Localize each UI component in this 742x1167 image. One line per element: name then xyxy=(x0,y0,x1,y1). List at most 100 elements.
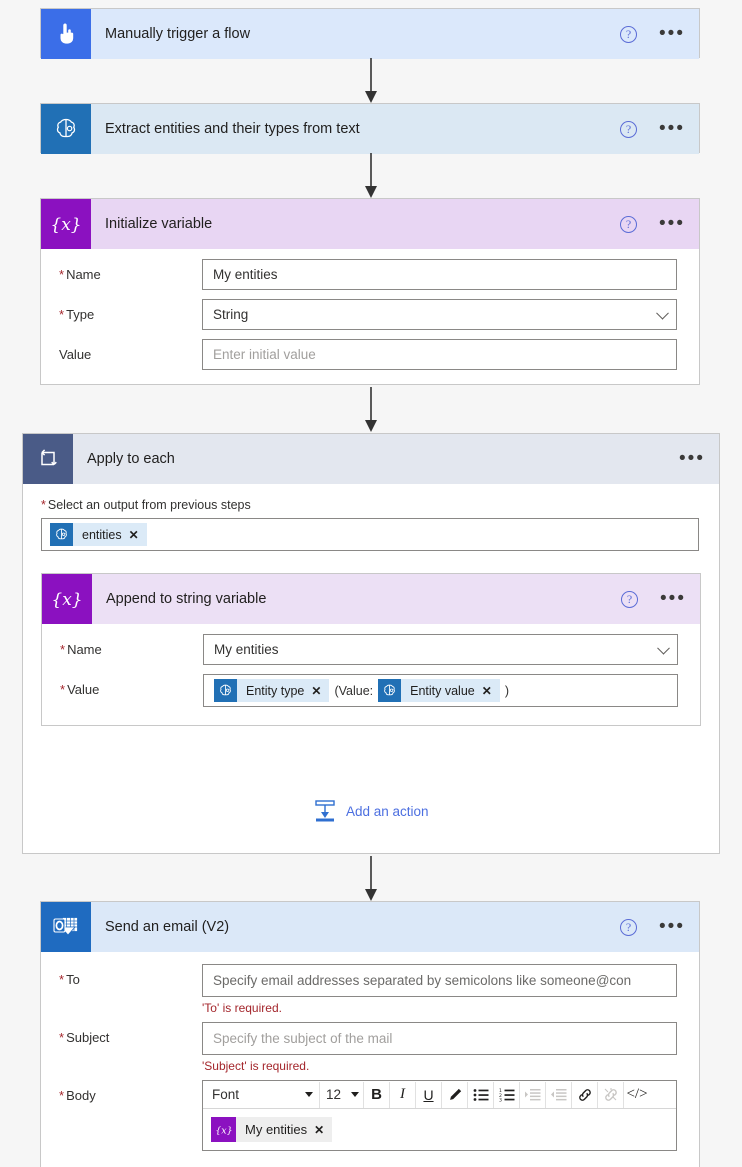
token-label: My entities xyxy=(245,1122,308,1137)
svg-text:{x}: {x} xyxy=(52,590,82,610)
font-family-select[interactable]: Font xyxy=(204,1081,320,1108)
hand-pointer-icon xyxy=(41,9,91,59)
card-title: Manually trigger a flow xyxy=(105,26,251,42)
card-header-actions: ? ••• xyxy=(620,104,685,154)
connector-arrow xyxy=(361,856,381,902)
help-icon[interactable]: ? xyxy=(620,215,638,233)
loop-arrow-icon xyxy=(23,434,73,484)
card-header[interactable]: Send an email (V2) ? ••• xyxy=(41,902,699,952)
close-icon[interactable]: ✕ xyxy=(314,1122,325,1137)
svg-text:1: 1 xyxy=(499,1088,502,1094)
bold-icon[interactable]: B xyxy=(364,1081,390,1108)
underline-icon[interactable]: U xyxy=(416,1081,442,1108)
connector-arrow xyxy=(361,153,381,199)
field-row-body: Body Font 12 B I U xyxy=(41,1080,699,1151)
token-entities[interactable]: entities ✕ xyxy=(50,523,147,546)
remove-link-icon[interactable] xyxy=(598,1081,624,1108)
close-icon[interactable]: ✕ xyxy=(311,683,322,698)
ai-brain-icon xyxy=(50,523,73,546)
insert-link-icon[interactable] xyxy=(572,1081,598,1108)
field-row-value: Value Entity type xyxy=(42,674,700,707)
close-icon[interactable]: ✕ xyxy=(128,527,139,542)
select-output-label: *Select an output from previous steps xyxy=(41,498,251,512)
token-label: entities xyxy=(82,527,122,542)
ai-brain-icon xyxy=(378,679,402,702)
chevron-down-icon xyxy=(656,306,669,320)
ai-brain-icon xyxy=(41,104,91,154)
more-options-icon[interactable]: ••• xyxy=(679,448,705,469)
card-header[interactable]: {x} Append to string variable ? ••• xyxy=(42,574,700,624)
italic-icon[interactable]: I xyxy=(390,1081,416,1108)
to-input[interactable]: Specify email addresses separated by sem… xyxy=(202,964,677,997)
help-icon[interactable]: ? xyxy=(620,918,638,936)
help-icon[interactable]: ? xyxy=(621,590,639,608)
more-options-icon[interactable]: ••• xyxy=(659,213,685,234)
variable-braces-icon: {x} xyxy=(211,1117,236,1142)
step-card-send-an-email[interactable]: Send an email (V2) ? ••• To Specify emai… xyxy=(40,901,700,1167)
name-input[interactable]: My entities xyxy=(202,259,677,290)
font-size-select[interactable]: 12 xyxy=(320,1081,364,1108)
token-entity-value[interactable]: Entity value ✕ xyxy=(378,679,500,702)
type-select[interactable]: String xyxy=(202,299,677,330)
indent-increase-icon[interactable] xyxy=(520,1081,546,1108)
indent-decrease-icon[interactable] xyxy=(546,1081,572,1108)
subject-input[interactable]: Specify the subject of the mail xyxy=(202,1022,677,1055)
step-card-append-to-string-variable[interactable]: {x} Append to string variable ? ••• Name… xyxy=(41,573,701,726)
card-title: Apply to each xyxy=(87,451,175,467)
select-output-input[interactable]: entities ✕ xyxy=(41,518,699,551)
card-title: Initialize variable xyxy=(105,216,213,232)
numbered-list-icon[interactable]: 1 2 3 xyxy=(494,1081,520,1108)
card-header-actions: ? ••• xyxy=(621,574,686,624)
add-an-action-button[interactable]: Add an action xyxy=(313,799,429,823)
value-input[interactable]: Entity type ✕ (Value: xyxy=(203,674,678,707)
connector-arrow xyxy=(361,58,381,104)
card-header-actions: ? ••• xyxy=(620,902,685,952)
value-label: Value xyxy=(60,674,203,697)
card-header[interactable]: Manually trigger a flow ? ••• xyxy=(41,9,699,59)
value-input[interactable]: Enter initial value xyxy=(202,339,677,370)
card-header[interactable]: {x} Initialize variable ? ••• xyxy=(41,199,699,249)
help-icon[interactable]: ? xyxy=(620,25,638,43)
token-my-entities[interactable]: {x} My entities ✕ xyxy=(211,1117,333,1142)
svg-text:{x}: {x} xyxy=(51,215,81,235)
svg-text:3: 3 xyxy=(499,1097,502,1102)
body-rich-text-editor[interactable]: Font 12 B I U xyxy=(202,1080,677,1151)
token-entity-type[interactable]: Entity type ✕ xyxy=(214,679,330,702)
field-row-type: Type String xyxy=(41,299,699,330)
to-error-message: 'To' is required. xyxy=(202,1001,282,1015)
name-label: Name xyxy=(60,634,203,657)
step-card-manually-trigger-a-flow[interactable]: Manually trigger a flow ? ••• xyxy=(40,8,700,59)
step-card-initialize-variable[interactable]: {x} Initialize variable ? ••• Name My en… xyxy=(40,198,700,385)
code-view-icon[interactable]: </> xyxy=(626,1086,648,1102)
bulleted-list-icon[interactable] xyxy=(468,1081,494,1108)
card-header-actions: ? ••• xyxy=(620,9,685,59)
subject-label: Subject xyxy=(59,1022,202,1045)
card-header-actions: ••• xyxy=(679,434,705,484)
card-title: Append to string variable xyxy=(106,591,267,607)
variable-braces-icon: {x} xyxy=(42,574,92,624)
card-body: Name My entities Type String Value Enter… xyxy=(41,249,699,393)
more-options-icon[interactable]: ••• xyxy=(659,916,685,937)
card-header[interactable]: Apply to each ••• xyxy=(23,434,719,484)
field-row-subject: Subject Specify the subject of the mail xyxy=(41,1022,699,1055)
more-options-icon[interactable]: ••• xyxy=(659,23,685,44)
name-select[interactable]: My entities xyxy=(203,634,678,665)
body-content-area[interactable]: {x} My entities ✕ xyxy=(203,1109,676,1150)
chevron-down-icon xyxy=(351,1092,359,1097)
step-card-apply-to-each[interactable]: Apply to each ••• *Select an output from… xyxy=(22,433,720,854)
step-card-extract-entities[interactable]: Extract entities and their types from te… xyxy=(40,103,700,154)
more-options-icon[interactable]: ••• xyxy=(659,118,685,139)
token-label: Entity value xyxy=(410,683,475,698)
variable-braces-icon: {x} xyxy=(41,199,91,249)
connector-arrow xyxy=(361,387,381,433)
card-header-actions: ? ••• xyxy=(620,199,685,249)
text-color-pen-icon[interactable] xyxy=(442,1081,468,1108)
chevron-down-icon xyxy=(305,1092,313,1097)
ai-brain-icon xyxy=(214,679,237,702)
card-header[interactable]: Extract entities and their types from te… xyxy=(41,104,699,154)
add-action-label: Add an action xyxy=(346,803,429,819)
close-icon[interactable]: ✕ xyxy=(481,683,492,698)
help-icon[interactable]: ? xyxy=(620,120,638,138)
more-options-icon[interactable]: ••• xyxy=(660,588,686,609)
